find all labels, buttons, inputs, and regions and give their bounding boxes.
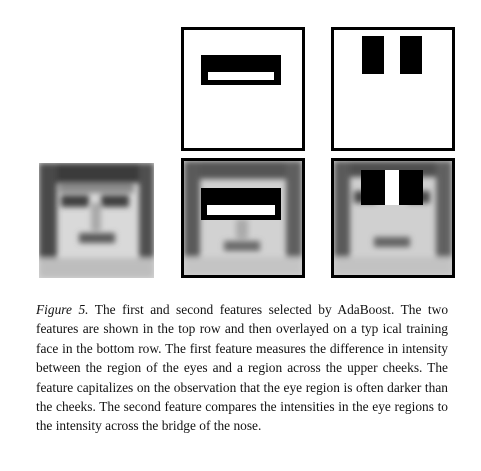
- feature-2-left-eye-dark: [362, 36, 384, 74]
- feature-2-overlay-right-dark: [399, 170, 423, 205]
- face-with-feature-1: [181, 158, 305, 278]
- face-image: [334, 161, 452, 275]
- feature-2-diagram: [331, 27, 455, 151]
- feature-2-nose-bridge-light: [384, 36, 400, 74]
- feature-2-overlay-nose-light: [385, 170, 399, 205]
- feature-2-right-eye-dark: [400, 36, 422, 74]
- feature-1-light-band: [208, 72, 274, 80]
- feature-1-diagram: [181, 27, 305, 151]
- figure-caption: Figure 5. The first and second features …: [36, 300, 448, 436]
- face-image: [184, 161, 302, 275]
- face-with-feature-2: [331, 158, 455, 278]
- feature-1-overlay-dark: [201, 188, 281, 220]
- figure-label: Figure 5.: [36, 302, 89, 317]
- feature-1-dark-band: [201, 55, 281, 85]
- feature-2-overlay-left-dark: [361, 170, 385, 205]
- figure-caption-text: The first and second features selected b…: [36, 302, 449, 434]
- training-face: [39, 163, 154, 278]
- face-image: [39, 163, 154, 278]
- feature-1-overlay-light: [207, 205, 275, 215]
